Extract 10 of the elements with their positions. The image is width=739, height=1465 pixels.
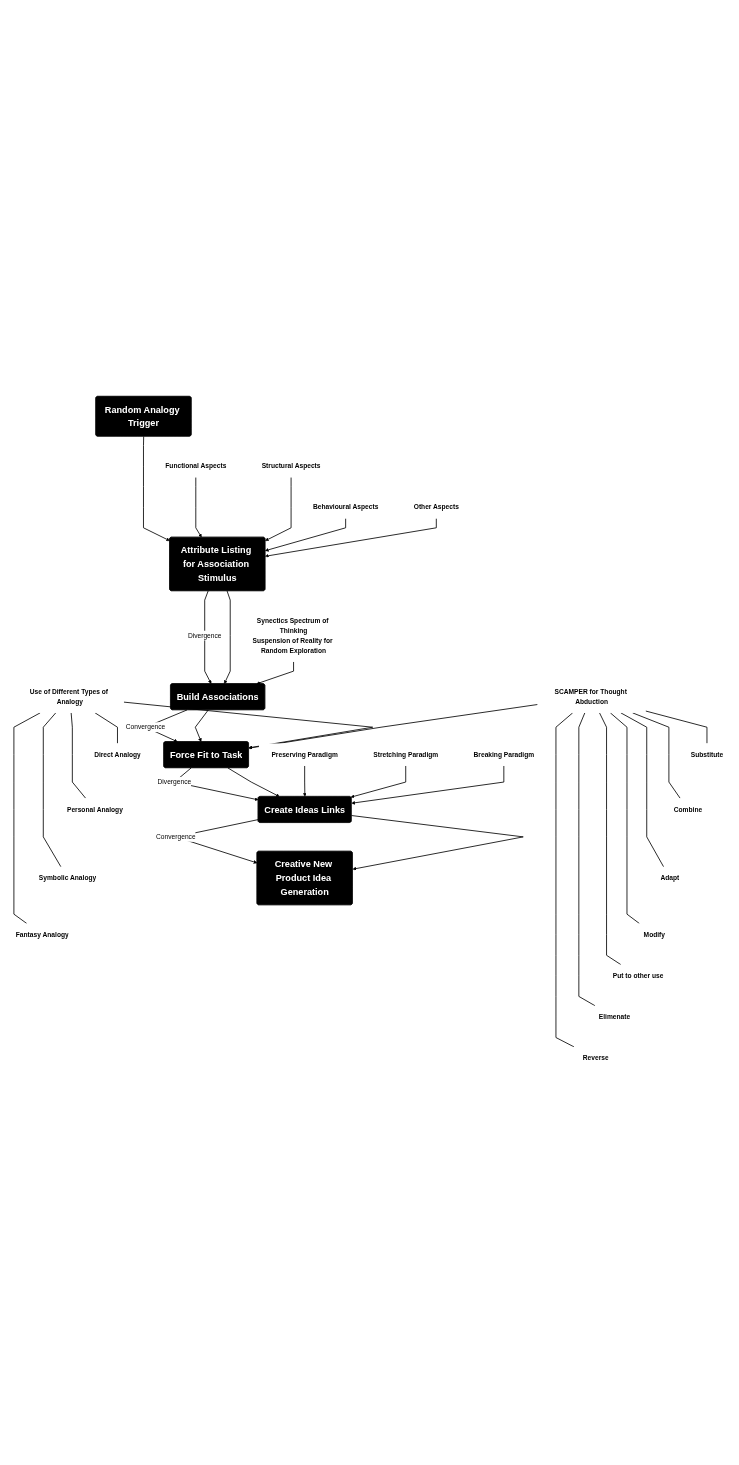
connector	[70, 712, 87, 799]
connector	[620, 712, 664, 867]
connector	[42, 712, 62, 867]
connector	[599, 712, 622, 965]
connector	[13, 712, 41, 924]
connector	[555, 712, 575, 1047]
connector	[578, 712, 596, 1006]
connector	[609, 712, 640, 924]
connector	[645, 710, 708, 744]
connector	[632, 712, 681, 799]
